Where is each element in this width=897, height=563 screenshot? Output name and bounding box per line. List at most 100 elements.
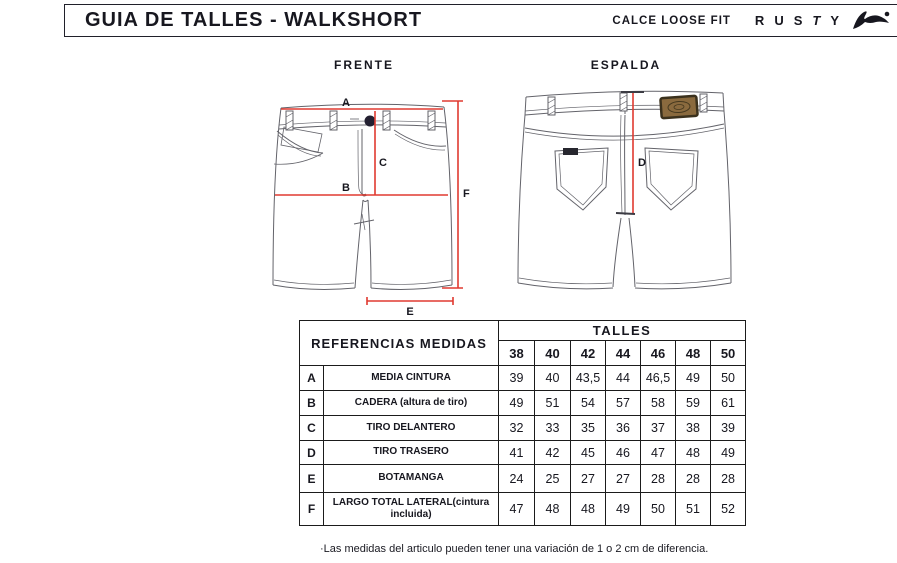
row-label: LARGO TOTAL LATERAL(cintura incluida) [323,492,499,526]
size-header: 48 [675,340,711,366]
size-value-cell: 35 [570,415,606,441]
back-shorts-outline [517,90,732,290]
size-value-cell: 27 [570,464,606,493]
measure-label-b: B [342,182,350,194]
measure-label-d: D [638,157,646,169]
size-value-cell: 49 [605,492,641,526]
size-value-cell: 36 [605,415,641,441]
size-value-cell: 40 [534,365,571,391]
size-value-cell: 50 [709,365,747,391]
back-view-label: ESPALDA [590,58,662,72]
footnote: ·Las medidas del articulo pueden tener u… [320,543,709,555]
size-value-cell: 41 [498,440,535,465]
size-value-cell: 49 [675,365,711,391]
size-value-cell: 25 [534,464,571,493]
size-value-cell: 48 [570,492,606,526]
leather-patch [659,94,699,120]
back-measure-lines [615,91,644,215]
size-value-cell: 42 [534,440,571,465]
page-title: GUIA DE TALLES - WALKSHORT [85,9,423,31]
back-shorts-diagram: D [517,90,732,290]
size-value-cell: 49 [498,390,535,416]
row-key: E [299,464,324,493]
brand-letter: Y [830,13,839,28]
size-header: 42 [570,340,606,366]
header-right: CALCE LOOSE FIT R U S T Y [612,9,891,33]
size-value-cell: 54 [570,390,606,416]
size-value-cell: 47 [498,492,535,526]
measure-label-a: A [342,97,350,109]
size-value-cell: 58 [640,390,676,416]
brand-letter: T [812,13,821,28]
row-key: B [299,390,324,416]
front-shorts-outline [272,103,453,290]
table-row: D TIRO TRASERO 41 42 45 46 47 48 49 [299,440,747,465]
size-value-cell: 37 [640,415,676,441]
size-value-cell: 46 [605,440,641,465]
sizes-header-row: 38 40 42 44 46 48 50 [300,340,747,366]
row-label: TIRO DELANTERO [323,415,499,441]
row-label: TIRO TRASERO [323,440,499,465]
size-header: 40 [534,340,571,366]
size-table: REFERENCIAS MEDIDAS TALLES 38 40 42 44 4… [299,320,747,526]
size-value-cell: 45 [570,440,606,465]
size-value-cell: 48 [534,492,571,526]
waist-button [364,115,376,127]
table-title: REFERENCIAS MEDIDAS [299,320,499,366]
size-value-cell: 61 [709,390,747,416]
size-value-cell: 48 [675,440,711,465]
front-view-label: FRENTE [334,58,394,72]
size-header: 44 [605,340,641,366]
size-value-cell: 44 [605,365,641,391]
size-value-cell: 39 [498,365,535,391]
brand-letter: S [793,13,803,28]
size-header: 50 [709,340,747,366]
measure-label-c: C [379,157,387,169]
size-value-cell: 49 [709,440,747,465]
table-row: B CADERA (altura de tiro) 49 51 54 57 58… [299,390,747,416]
size-value-cell: 47 [640,440,676,465]
size-value-cell: 38 [675,415,711,441]
size-value-cell: 24 [498,464,535,493]
header-band: GUIA DE TALLES - WALKSHORT CALCE LOOSE F… [64,4,897,37]
pocket-label-tab [563,148,578,155]
size-value-cell: 50 [640,492,676,526]
size-value-cell: 28 [675,464,711,493]
size-header: 46 [640,340,676,366]
row-label: MEDIA CINTURA [323,365,499,391]
size-header: 38 [498,340,535,366]
front-belt-loops [285,110,436,131]
row-label: BOTAMANGA [323,464,499,493]
fit-label: CALCE LOOSE FIT [612,14,731,27]
table-header-row: REFERENCIAS MEDIDAS TALLES [299,320,747,366]
table-row: E BOTAMANGA 24 25 27 27 28 28 28 [299,464,747,493]
table-row: F LARGO TOTAL LATERAL(cintura incluida) … [299,492,747,526]
front-measure-lines [275,100,463,305]
size-value-cell: 33 [534,415,571,441]
front-pockets [273,126,447,165]
row-key: C [299,415,324,441]
brand-wordmark: R U S T Y [755,13,849,28]
table-row: A MEDIA CINTURA 39 40 43,5 44 46,5 49 50 [299,365,747,391]
size-value-cell: 59 [675,390,711,416]
row-key: D [299,440,324,465]
front-shorts-diagram: A C B F E [272,97,470,318]
size-value-cell: 57 [605,390,641,416]
size-value-cell: 28 [640,464,676,493]
row-key: F [299,492,324,526]
size-value-cell: 27 [605,464,641,493]
size-value-cell: 39 [709,415,747,441]
size-value-cell: 43,5 [570,365,606,391]
row-label: CADERA (altura de tiro) [323,390,499,416]
table-row: C TIRO DELANTERO 32 33 35 36 37 38 39 [299,415,747,441]
rusty-swoosh-icon [853,10,890,29]
row-key: A [299,365,324,391]
size-value-cell: 28 [709,464,747,493]
size-value-cell: 32 [498,415,535,441]
measure-label-e: E [406,306,413,318]
size-value-cell: 51 [675,492,711,526]
brand-letter: U [774,13,784,28]
back-belt-loops [547,92,708,116]
size-value-cell: 52 [709,492,747,526]
